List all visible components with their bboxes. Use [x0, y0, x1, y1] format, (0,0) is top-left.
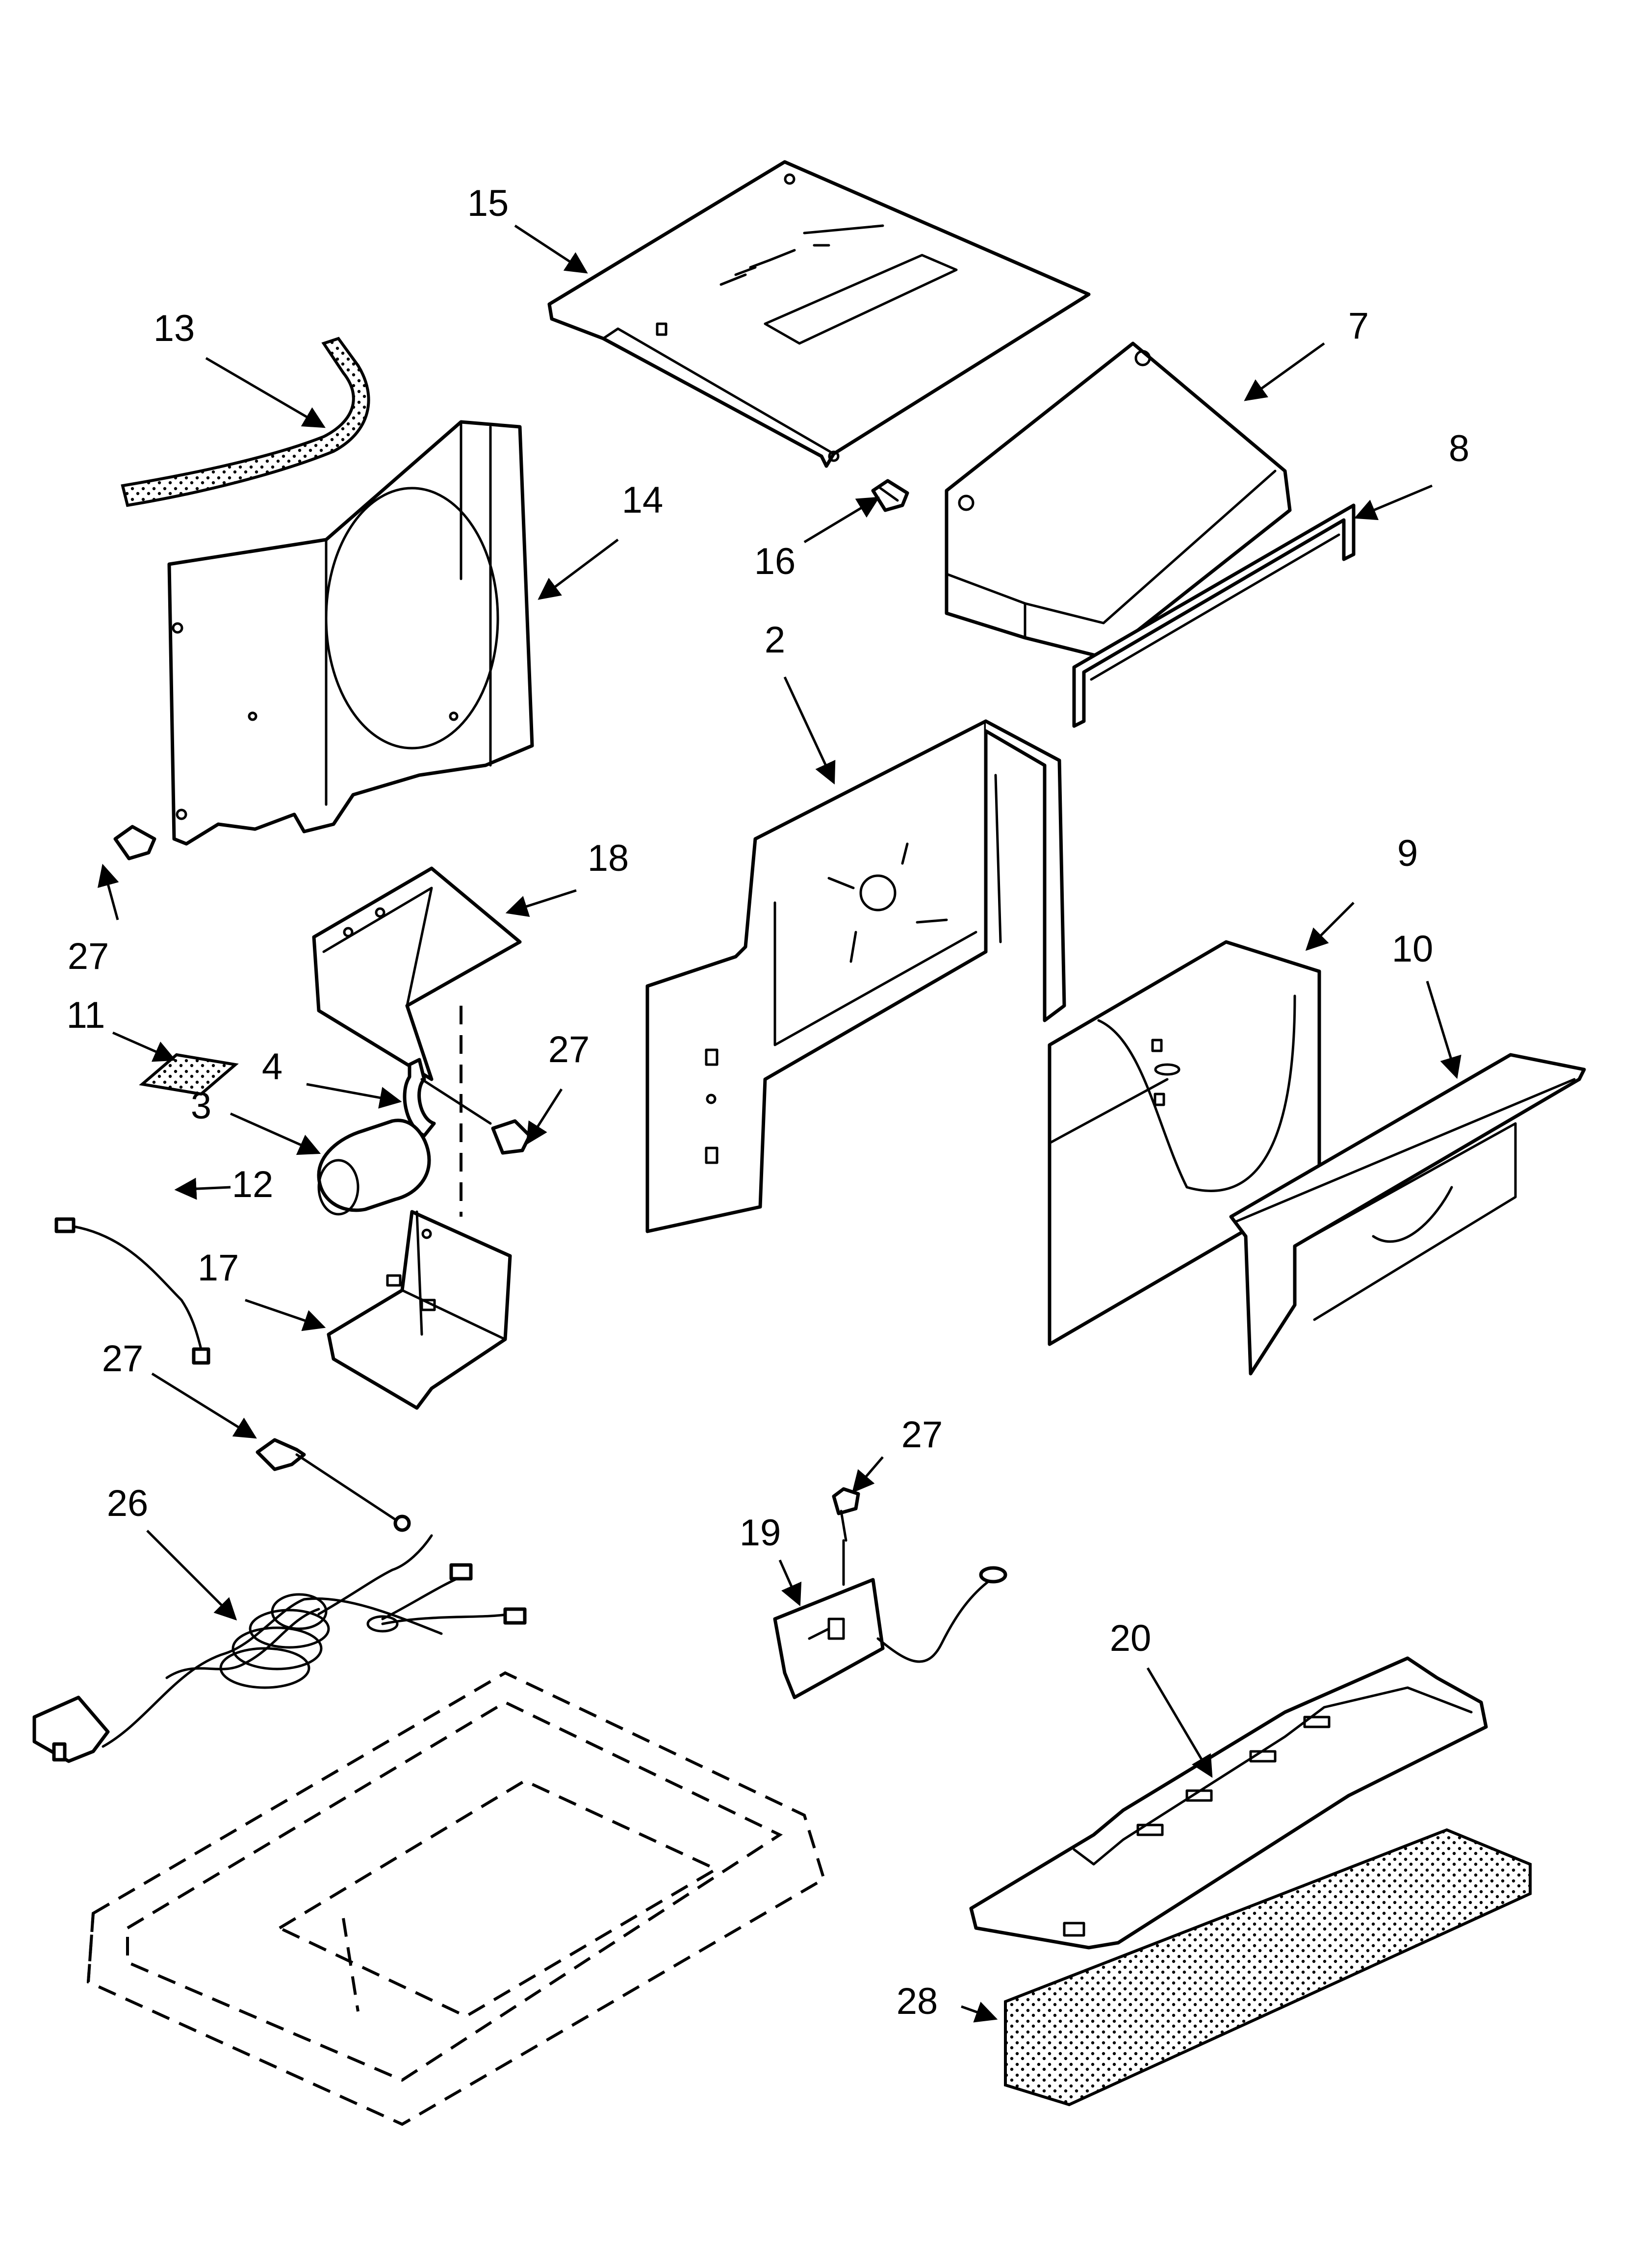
callout-18: 18	[588, 837, 629, 879]
callout-3: 3	[191, 1085, 211, 1127]
callout-11: 11	[67, 994, 105, 1036]
callout-27-a: 27	[68, 936, 109, 977]
callout-28: 28	[897, 1981, 938, 2022]
part-26-power-cord	[32, 1534, 527, 1763]
base-pan-outline	[86, 1671, 826, 2126]
part-8-bracket	[1072, 503, 1356, 728]
callout-17: 17	[198, 1247, 239, 1289]
callout-labels: 15 13 7 8 14 16 2 18 9 27 10 11 4 27 3 1…	[67, 182, 1470, 2022]
callout-8: 8	[1449, 428, 1469, 469]
callout-27-d: 27	[901, 1414, 943, 1456]
part-27-screw-a	[113, 825, 156, 860]
part-28-filter	[1004, 1828, 1532, 2107]
leader-lines	[97, 224, 1462, 2023]
part-7-control-cover	[945, 341, 1292, 659]
part-27-screw-d	[832, 1487, 860, 1586]
part-17-bracket	[327, 1210, 512, 1410]
callout-19: 19	[740, 1512, 781, 1554]
callout-4: 4	[262, 1046, 282, 1088]
part-27-screw-c	[256, 1438, 411, 1532]
part-9-scroll	[1048, 940, 1321, 1346]
part-27-screw-b	[491, 1119, 532, 1155]
callout-16: 16	[754, 541, 796, 582]
callout-27-c: 27	[102, 1338, 144, 1380]
part-20-drain-tray	[969, 1656, 1488, 1950]
callout-15: 15	[467, 182, 509, 224]
part-3-capacitor	[317, 1119, 431, 1216]
callout-12: 12	[232, 1164, 274, 1205]
part-18-capacitor-cover	[312, 866, 522, 1081]
part-15-top-cover	[547, 160, 1091, 468]
part-11-pad	[139, 1053, 239, 1096]
callout-26: 26	[107, 1483, 149, 1524]
callout-20: 20	[1110, 1617, 1152, 1659]
part-12-wire	[54, 1217, 210, 1365]
callout-2: 2	[765, 619, 785, 661]
part-4-strap	[403, 1058, 492, 1138]
part-13-gasket	[121, 337, 370, 507]
part-14-fan-shroud	[167, 420, 534, 846]
callout-27-b: 27	[548, 1029, 590, 1070]
part-2-partition	[645, 719, 1066, 1233]
callout-14: 14	[622, 479, 664, 521]
callout-10: 10	[1392, 928, 1434, 970]
callout-9: 9	[1397, 833, 1418, 874]
callout-13: 13	[154, 308, 195, 349]
part-16-screw	[871, 479, 909, 512]
part-10-front-panel	[1229, 1053, 1586, 1376]
callout-7: 7	[1348, 305, 1369, 347]
part-19-control-board	[773, 1566, 1007, 1699]
